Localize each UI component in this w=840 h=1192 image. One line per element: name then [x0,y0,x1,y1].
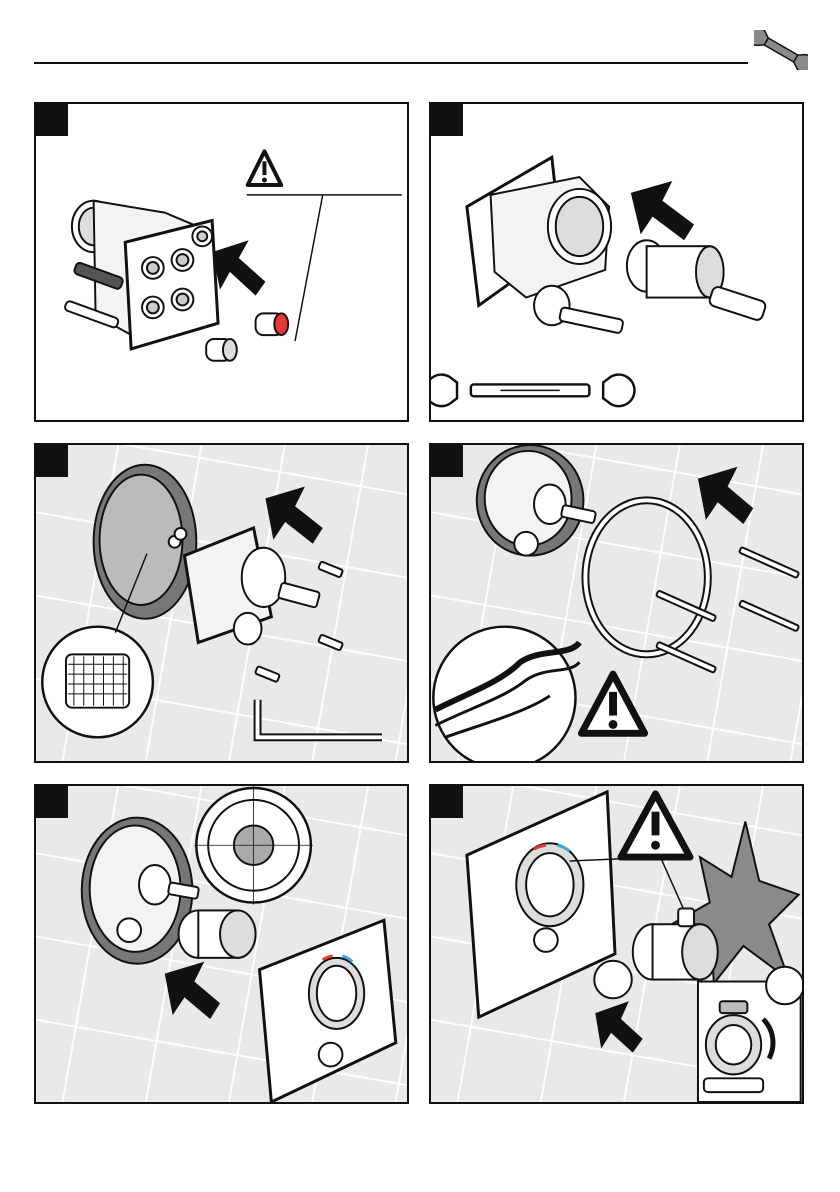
filter-screen-detail [42,554,153,738]
insert-arrow-icon [212,240,265,295]
trim-plate [467,792,615,1017]
step-3-illustration [36,445,407,761]
step-1-illustration [36,104,407,420]
step-4-illustration [431,445,802,761]
insert-arrow-icon [165,962,220,1019]
step-number-3 [36,445,68,477]
step-number-5 [36,786,68,818]
cap-detail [194,786,313,905]
valve-body [477,445,596,556]
step-marker-a [594,961,632,999]
seal-ring [585,500,707,654]
step-panel-6 [429,784,804,1104]
insert-arrow-icon [265,486,322,543]
warning-triangle-icon [581,674,644,733]
step-panel-1 [34,102,409,422]
warning-triangle-icon [621,794,690,857]
insert-arrow-icon [595,1001,642,1052]
insert-arrow-icon [631,181,694,240]
header-rule [34,62,748,64]
step-2-illustration [431,104,802,420]
insert-arrow-icon [698,467,753,524]
step-panel-3 [34,443,409,763]
step-panel-4 [429,443,804,763]
cartridge [627,240,767,321]
trim-plate [260,920,396,1102]
handle-insert [179,910,256,957]
warning-triangle-icon [248,151,282,185]
rotation-detail [698,967,802,1102]
step-number-2 [431,104,463,136]
step-6-illustration [431,786,802,1102]
long-screws [656,547,799,673]
mounting-plate [94,465,197,619]
wrench-icon [754,30,808,70]
step-number-1 [36,104,68,136]
step-number-4 [431,445,463,477]
seal-detail [433,627,579,761]
valve-body [467,157,624,333]
step-panel-5 [34,784,409,1104]
valve-body [184,528,320,645]
open-end-wrench-icon [431,375,635,407]
step-panel-2 [429,102,804,422]
step-number-6 [431,786,463,818]
step-5-illustration [36,786,407,1102]
allen-key-icon [258,700,382,738]
valve-body [64,201,218,349]
